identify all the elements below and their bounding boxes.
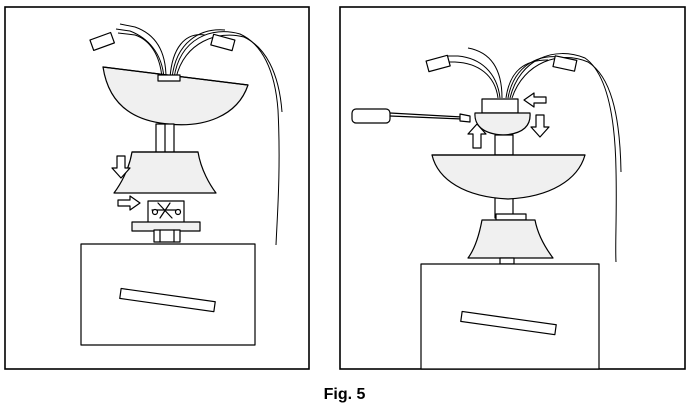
left-downrod [155,123,175,155]
right-up-arrow-icon [467,123,487,149]
right-wires [425,47,622,263]
left-canopy [102,66,249,126]
left-panel [4,6,310,370]
right-canopy-cover [467,213,554,265]
left-ceiling-box [80,243,256,346]
right-wire-connector-b [552,55,578,72]
right-canopy [431,154,586,200]
left-panel-frame [4,6,310,370]
screwdriver-icon [351,108,471,124]
figure-caption: Fig. 5 [323,386,366,403]
right-down-arrow-icon [530,114,550,138]
right-left-arrow-icon [523,92,547,108]
right-wire-connector-a [425,54,451,73]
left-hanger-bracket [131,200,201,243]
left-wires [89,23,283,246]
left-wire-connector-a [89,31,115,52]
right-panel [339,6,686,370]
left-right-arrow-icon [117,195,141,211]
left-canopy-cover [113,151,217,194]
left-wire-connector-b [210,33,236,52]
right-hanger-bracket [474,98,531,136]
right-ceiling-box [420,263,600,370]
left-down-arrow-icon [111,155,131,179]
